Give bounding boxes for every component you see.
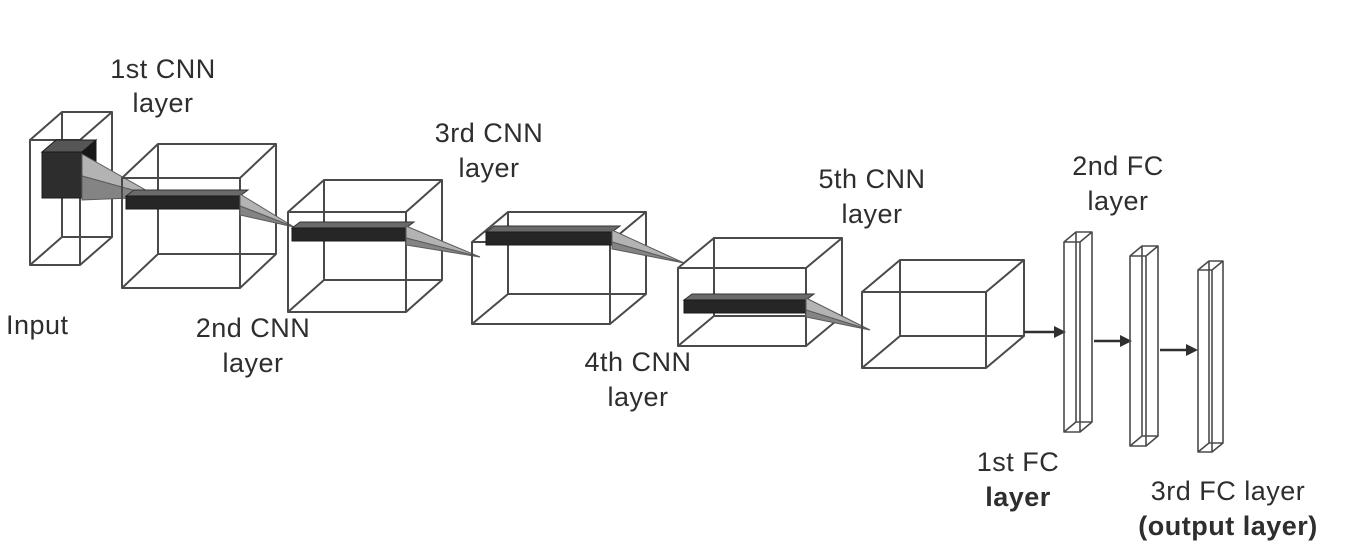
fc3-wireframe xyxy=(1197,260,1224,453)
fc2-wireframe xyxy=(1129,245,1159,447)
cone-lower-facet xyxy=(405,237,481,258)
slab-front-face xyxy=(125,195,241,210)
fc3-label-line1: 3rd FC layer xyxy=(1151,476,1306,506)
cnn-layer-3-box xyxy=(471,211,685,325)
arrow-fc1-to-fc2 xyxy=(1094,335,1132,347)
cnn2-label-line2: layer xyxy=(222,348,283,378)
arrow-head xyxy=(1120,335,1132,347)
fc2-label-line1: 2nd FC xyxy=(1072,151,1164,181)
slab-top-face xyxy=(682,293,816,301)
cnn4-kernel-slab xyxy=(682,293,871,331)
cnn3-wireframe xyxy=(471,211,647,325)
slab-front-face xyxy=(291,227,407,242)
cnn2-kernel-slab xyxy=(290,221,481,258)
cnn5-wireframe xyxy=(861,259,1025,369)
cnn-layer-1-box xyxy=(121,143,295,289)
cnn3-label-line2: layer xyxy=(458,153,519,183)
arrow-fc2-to-fc3 xyxy=(1160,344,1198,356)
fc-layer-1-box xyxy=(1063,231,1093,433)
cnn2-wireframe xyxy=(287,179,443,313)
arrow-cnn5-to-fc1 xyxy=(1024,326,1066,338)
slab-front-face xyxy=(683,299,807,314)
cnn-layer-5-box xyxy=(861,259,1025,369)
cnn1-wireframe xyxy=(121,143,277,289)
slab-top-face xyxy=(124,189,250,197)
cnn2-label-line1: 2nd CNN xyxy=(196,313,311,343)
cone-lower-facet xyxy=(805,309,871,331)
cnn3-kernel-slab xyxy=(484,225,685,264)
cone-lower-facet xyxy=(239,205,295,228)
cnn5-label-line2: layer xyxy=(841,199,902,229)
fc1-wireframe xyxy=(1063,231,1093,433)
cnn1-kernel-slab xyxy=(124,189,295,228)
input-label: Input xyxy=(6,310,69,340)
cnn4-wireframe xyxy=(677,237,843,347)
arrow-head xyxy=(1186,344,1198,356)
arrow-head xyxy=(1054,326,1066,338)
cnn4-label-line1: 4th CNN xyxy=(584,347,691,377)
cone-lower-facet xyxy=(611,241,685,264)
cnn-layer-4-box xyxy=(677,237,871,347)
fc3-label-line2: (output layer) xyxy=(1138,511,1318,541)
cnn5-label-line1: 5th CNN xyxy=(818,164,925,194)
input-layer-box xyxy=(29,111,159,266)
fc1-label-line2: layer xyxy=(985,482,1051,512)
fc-layer-2-box xyxy=(1129,245,1159,447)
fc2-label-line2: layer xyxy=(1087,186,1148,216)
cnn1-label-line2: layer xyxy=(132,88,193,118)
slab-top-face xyxy=(484,225,622,233)
fc-layer-3-box xyxy=(1197,260,1224,453)
cnn1-label-line1: 1st CNN xyxy=(110,54,216,84)
input-wireframe xyxy=(29,111,113,266)
cnn3-label-line1: 3rd CNN xyxy=(435,118,544,148)
slab-front-face xyxy=(485,231,613,246)
slab-top-face xyxy=(290,221,416,229)
fc1-label-line1: 1st FC xyxy=(977,447,1060,477)
input-cube-front-face xyxy=(41,151,83,199)
labels: 1st CNN layer Input 2nd CNN layer 3rd CN… xyxy=(6,54,1318,541)
cnn-layer-2-box xyxy=(287,179,481,313)
cnn4-label-line2: layer xyxy=(607,382,668,412)
